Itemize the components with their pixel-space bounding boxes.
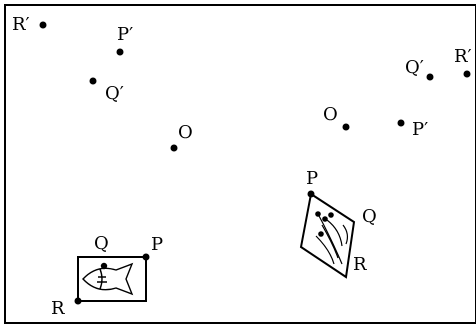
label-p-prime-mid: P′	[412, 119, 428, 140]
label-p-prime-left: P′	[117, 24, 133, 45]
point-q-prime-right	[426, 73, 434, 81]
label-p-flower: P	[306, 168, 318, 189]
diagram-frame	[4, 4, 476, 324]
point-q-prime-left	[89, 77, 97, 85]
fish-rectangle	[77, 256, 147, 302]
point-o-left	[170, 144, 178, 152]
label-q-prime-right: Q′	[405, 57, 424, 78]
flower-quadrilateral	[299, 192, 356, 279]
point-r-fish	[74, 297, 82, 305]
point-p-prime-mid	[397, 119, 405, 127]
flower-icon	[315, 211, 349, 265]
fish-icon	[82, 262, 134, 296]
label-q-prime-left: Q′	[105, 83, 124, 104]
label-p-fish: P	[151, 234, 163, 255]
point-r-prime-left	[39, 21, 47, 29]
point-p-fish	[142, 253, 150, 261]
label-r-fish: R	[51, 298, 65, 319]
label-q-fish: Q	[94, 233, 109, 254]
label-r-prime-left: R′	[12, 14, 30, 35]
point-o-mid	[342, 123, 350, 131]
point-r-prime-right	[463, 70, 471, 78]
point-p-prime-left	[116, 48, 124, 56]
label-o-mid: O	[323, 104, 338, 125]
label-r-flower: R	[353, 254, 367, 275]
label-q-flower: Q	[362, 206, 377, 227]
label-o-left: O	[178, 122, 193, 143]
label-r-prime-right: R′	[454, 46, 472, 67]
point-p-flower	[307, 190, 315, 198]
